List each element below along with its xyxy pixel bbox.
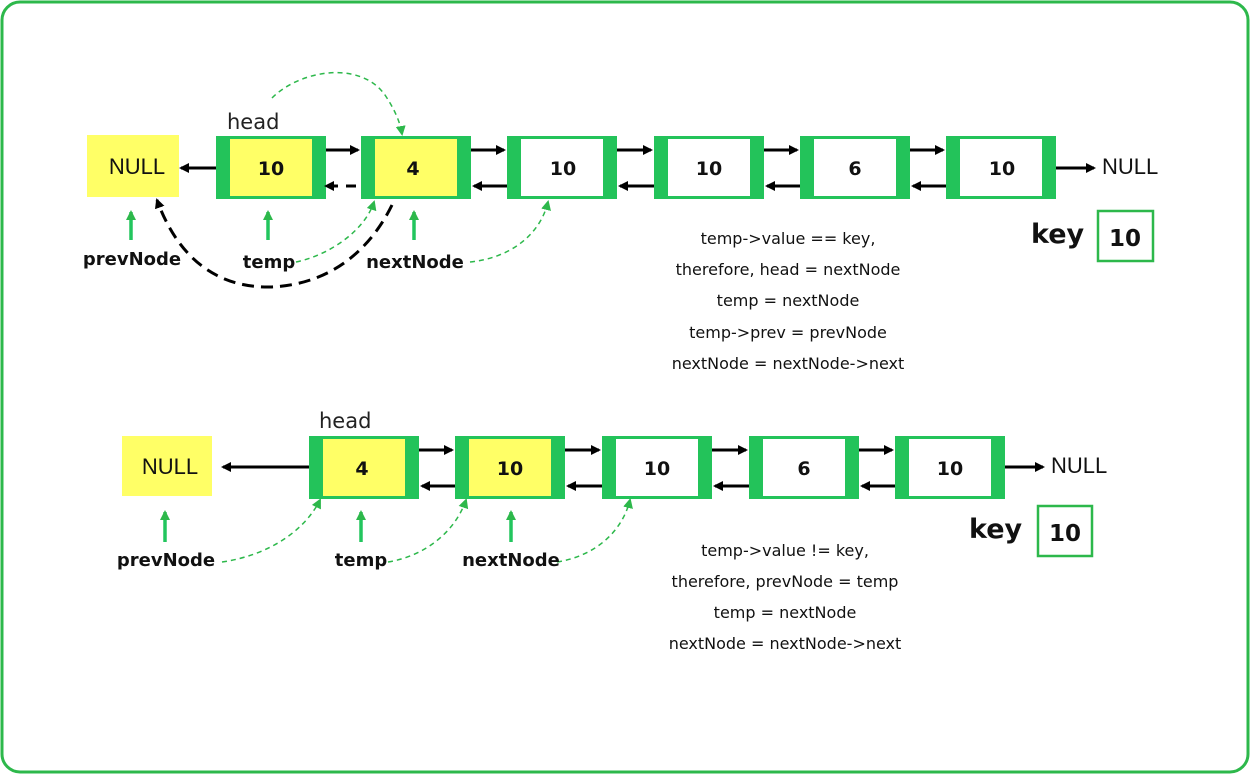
top-diagram: NULL head 10 4 10 10: [83, 71, 1158, 373]
top-node-1: 10: [216, 136, 326, 199]
bottom-node-1: 4: [309, 436, 419, 499]
top-key-label: key: [1031, 219, 1085, 250]
top-null-left-box: [87, 135, 179, 197]
top-note-1: temp->value == key,: [701, 229, 876, 248]
svg-text:10: 10: [258, 158, 284, 180]
svg-text:10: 10: [644, 458, 670, 480]
svg-text:10: 10: [550, 158, 576, 180]
svg-text:10: 10: [989, 158, 1015, 180]
bottom-key-box: [1036, 504, 1094, 558]
bottom-key-label: key: [969, 514, 1023, 545]
bottom-note-1: temp->value != key,: [701, 541, 869, 560]
bottom-null-right: NULL: [1051, 453, 1107, 478]
top-head-label: head: [227, 110, 279, 134]
bottom-key-value: 10: [1049, 521, 1081, 547]
bottom-node-2: 10: [455, 436, 565, 499]
bottom-prevnode-label: prevNode: [117, 550, 215, 571]
top-prevnode-label: prevNode: [83, 249, 181, 270]
bottom-null-left: NULL: [142, 454, 198, 479]
svg-text:4: 4: [406, 158, 419, 180]
svg-text:10: 10: [696, 158, 722, 180]
svg-text:10: 10: [937, 458, 963, 480]
svg-text:6: 6: [797, 458, 810, 480]
bottom-head-label: head: [319, 409, 371, 433]
top-key-box: [1096, 209, 1155, 263]
bottom-note-2: therefore, prevNode = temp: [672, 572, 899, 591]
top-note-2: therefore, head = nextNode: [676, 260, 901, 279]
bottom-node-5: 10: [895, 436, 1005, 499]
top-node-2: 4: [361, 136, 471, 199]
top-note-4: temp->prev = prevNode: [689, 323, 887, 342]
svg-text:6: 6: [848, 158, 861, 180]
top-key-value: 10: [1109, 226, 1141, 252]
bottom-node-4: 6: [749, 436, 859, 499]
top-nextnode-label: nextNode: [366, 252, 464, 273]
top-node-6: 10: [946, 136, 1056, 199]
bottom-diagram: NULL head 4 10 10 6: [117, 409, 1107, 653]
top-node-5: 6: [800, 136, 910, 199]
top-note-5: nextNode = nextNode->next: [672, 354, 905, 373]
bottom-node-3: 10: [602, 436, 712, 499]
top-note-3: temp = nextNode: [717, 291, 860, 310]
bottom-note-4: nextNode = nextNode->next: [669, 634, 902, 653]
top-node-3: 10: [507, 136, 617, 199]
bottom-null-left-box: [122, 436, 212, 496]
svg-text:10: 10: [497, 458, 523, 480]
top-null-right: NULL: [1102, 154, 1158, 179]
bottom-nextnode-label: nextNode: [462, 550, 560, 571]
top-null-left: NULL: [109, 154, 165, 179]
top-temp-label: temp: [243, 252, 296, 273]
top-node-4: 10: [654, 136, 764, 199]
bottom-note-3: temp = nextNode: [714, 603, 857, 622]
bottom-temp-label: temp: [335, 550, 388, 571]
svg-text:4: 4: [355, 458, 368, 480]
